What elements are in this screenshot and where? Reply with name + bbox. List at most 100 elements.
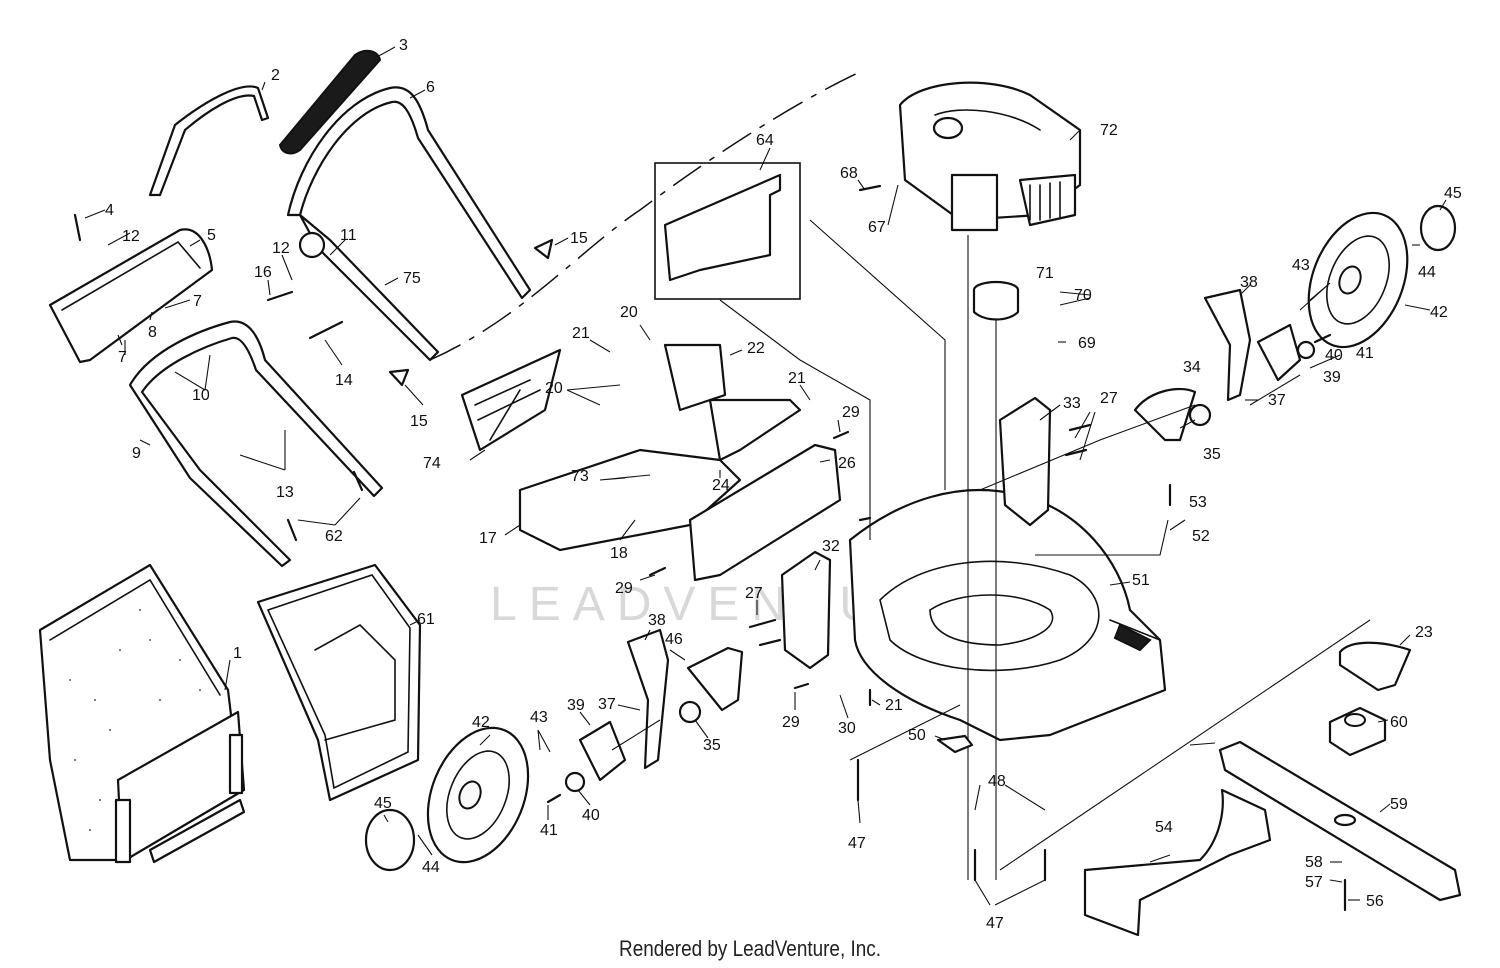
callout-43b: 43 <box>530 709 548 726</box>
rear-baffle <box>518 343 802 552</box>
front-adjuster-bracket <box>998 396 1052 527</box>
callout-13: 13 <box>276 484 294 501</box>
mulch-plug-50 <box>936 734 974 754</box>
callout-33: 33 <box>1063 395 1081 412</box>
callout-47a: 47 <box>848 835 866 852</box>
callout-69: 69 <box>1078 335 1096 352</box>
callout-30: 30 <box>838 720 856 737</box>
callout-62: 62 <box>325 528 343 545</box>
engine <box>898 81 1082 232</box>
rope-guide-15b <box>388 368 410 387</box>
blade-adapter <box>972 280 1020 321</box>
callout-47b: 47 <box>986 915 1004 932</box>
callout-3: 3 <box>399 37 408 54</box>
callout-20a: 20 <box>620 304 638 321</box>
callout-53: 53 <box>1189 494 1207 511</box>
callout-17: 17 <box>479 530 497 547</box>
blade-stiffener <box>1083 788 1272 937</box>
callout-15a: 15 <box>570 230 588 247</box>
callout-54: 54 <box>1155 819 1173 836</box>
callout-67: 67 <box>868 219 886 236</box>
callout-35b: 35 <box>703 737 721 754</box>
callout-40b: 40 <box>582 807 600 824</box>
callout-34: 34 <box>1183 359 1201 376</box>
callout-14: 14 <box>335 372 353 389</box>
callout-72: 72 <box>1100 122 1118 139</box>
callout-21c: 21 <box>885 697 903 714</box>
callout-11: 11 <box>340 227 357 244</box>
height-lever-front <box>1203 288 1252 402</box>
callout-1: 1 <box>233 645 242 662</box>
air-deflector <box>1338 641 1412 692</box>
control-bail <box>148 85 270 197</box>
mower-deck <box>848 488 1167 742</box>
callout-41b: 41 <box>540 822 558 839</box>
callout-45b: 45 <box>374 795 392 812</box>
blade-adapter-block <box>1328 706 1387 757</box>
callout-22: 22 <box>747 340 765 357</box>
callout-7a: 7 <box>193 293 202 310</box>
assembly-guides <box>611 219 1371 871</box>
washer-rear <box>564 771 586 793</box>
callout-27a: 27 <box>1100 390 1118 407</box>
callout-58: 58 <box>1305 854 1323 871</box>
leader-lines <box>84 46 1447 906</box>
handle-bolt-16 <box>266 290 294 302</box>
callout-42a: 42 <box>1430 304 1448 321</box>
callout-51: 51 <box>1132 572 1150 589</box>
height-lever-rear <box>626 628 670 770</box>
washer-front <box>1296 340 1316 360</box>
rear-door <box>663 173 782 282</box>
callout-44b: 44 <box>422 859 440 876</box>
callout-18: 18 <box>610 545 628 562</box>
deflector-plate <box>688 443 842 582</box>
callout-7b: 7 <box>118 349 127 366</box>
footer-credit: Rendered by LeadVenture, Inc. <box>619 936 881 961</box>
callout-71: 71 <box>1036 265 1054 282</box>
control-cable <box>429 71 861 361</box>
callout-2: 2 <box>271 67 280 84</box>
front-wheel <box>1307 211 1409 349</box>
rear-adjuster-bracket <box>780 550 832 670</box>
callout-70: 70 <box>1074 287 1092 304</box>
bag-frame <box>256 563 422 802</box>
callout-41a: 41 <box>1356 345 1374 362</box>
rear-shield-plate <box>460 348 562 452</box>
callout-10: 10 <box>192 387 210 404</box>
callout-50: 50 <box>908 727 926 744</box>
callout-37a: 37 <box>1268 392 1286 409</box>
callout-15b: 15 <box>410 413 428 430</box>
callout-16: 16 <box>254 264 272 281</box>
callout-52: 52 <box>1192 528 1210 545</box>
callout-56: 56 <box>1366 893 1384 910</box>
callout-9: 9 <box>132 445 141 462</box>
callout-29a: 29 <box>842 404 860 421</box>
hub-cap-rear <box>364 808 416 872</box>
callout-23: 23 <box>1415 624 1433 641</box>
callout-60: 60 <box>1390 714 1408 731</box>
callout-20b: 20 <box>545 380 563 397</box>
callout-48: 48 <box>988 773 1006 790</box>
callout-38b: 38 <box>648 612 666 629</box>
adjuster-plate-rear <box>686 646 744 712</box>
callout-45a: 45 <box>1444 185 1462 202</box>
callout-12a: 12 <box>122 228 140 245</box>
handle-grip <box>278 49 382 155</box>
callout-4: 4 <box>105 202 114 219</box>
callout-32: 32 <box>822 538 840 555</box>
callout-8: 8 <box>148 324 157 341</box>
callout-29b: 29 <box>615 580 633 597</box>
callout-74: 74 <box>423 455 441 472</box>
callout-64: 64 <box>756 132 774 149</box>
callout-44a: 44 <box>1418 264 1436 281</box>
callout-labels: 1 2 3 4 5 6 7 7 8 9 10 11 12 12 13 14 15… <box>105 37 1462 932</box>
handle-knob <box>298 231 326 259</box>
cable-tie <box>308 320 344 340</box>
grass-bag <box>38 563 246 864</box>
lower-handle <box>128 320 384 568</box>
rope-guide-15 <box>533 238 554 260</box>
callout-24: 24 <box>712 477 730 494</box>
wheel-bracket-rear <box>578 720 627 782</box>
rear-door-box <box>654 162 801 300</box>
